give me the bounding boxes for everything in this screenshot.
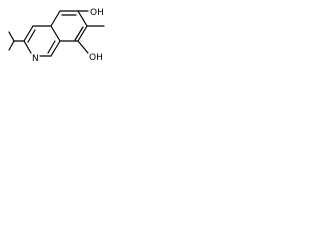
bond-c3-c4: [23, 25, 34, 42]
nitrogen-label: N: [32, 54, 39, 64]
bond-c8a-c1: [50, 40, 61, 57]
isoquinoline-structure-diagram: OH OH N: [8, 8, 105, 64]
bond-c6-c7: [77, 10, 88, 27]
bond-c8a-c1-double: [47, 40, 56, 54]
hydroxyl-label-top: OH: [90, 8, 104, 18]
hydroxyl-label-bottom: OH: [89, 53, 103, 63]
bond-c3-c4-double: [27, 29, 36, 43]
bond-c7-c8-double: [74, 26, 84, 41]
bond-c4a-c5: [50, 10, 61, 27]
bond-methyl-lower-to-ch: [8, 40, 15, 51]
bond-c4a-c8a: [50, 25, 61, 42]
bond-c7-c8: [77, 25, 88, 42]
bond-methyl-upper-to-ch: [8, 31, 15, 42]
bond-c8-oh: [77, 40, 89, 54]
bond-n-c3: [23, 40, 32, 54]
